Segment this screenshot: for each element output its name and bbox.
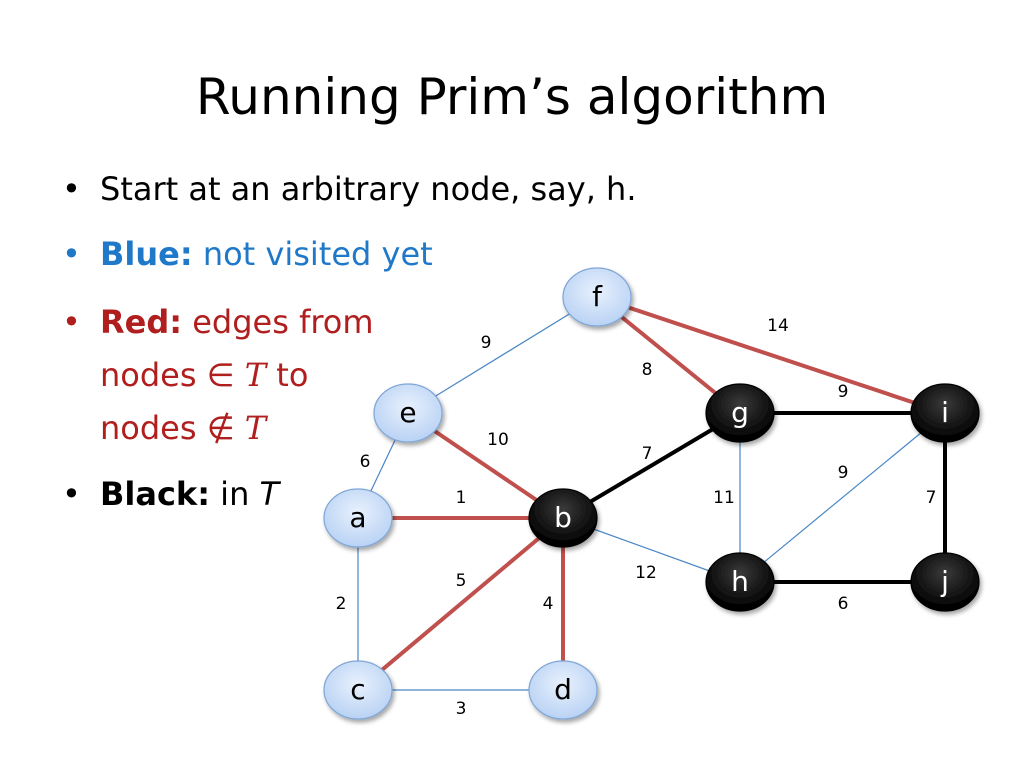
node-circle-f <box>562 267 632 327</box>
edge-weight-f-e: 9 <box>481 333 492 353</box>
bullet-red-line3: nodes ∉ T <box>62 402 374 455</box>
edge-weight-f-i: 14 <box>767 316 789 336</box>
bullet-dot: • <box>62 303 81 341</box>
node-d: d <box>528 660 598 720</box>
bullet-black-label: Black: <box>100 475 210 513</box>
bullet-dot: • <box>62 475 81 513</box>
edge-b-g <box>561 411 742 520</box>
node-circle-j <box>910 552 980 612</box>
node-label-b: b <box>554 501 572 534</box>
bullet-black-text: in <box>210 475 260 513</box>
node-label-i: i <box>941 396 949 429</box>
edge-weight-e-a: 6 <box>360 452 371 472</box>
bullet-red-label: Red: <box>100 303 183 341</box>
graph-nodes: f e a b c d g h i j <box>323 267 980 720</box>
edge-h-i <box>739 412 946 583</box>
set-t-symbol: T <box>259 475 280 513</box>
edge-weight-f-g: 8 <box>642 360 653 380</box>
node-label-g: g <box>731 396 749 429</box>
node-label-d: d <box>554 673 572 706</box>
edge-f-e <box>407 296 598 414</box>
node-circle-b <box>528 488 598 548</box>
edge-weight-i-j: 7 <box>926 488 937 508</box>
edge-f-i <box>596 295 946 415</box>
bullet-red-line3-pre: nodes ∉ <box>100 409 245 447</box>
edge-weight-g-i: 9 <box>838 382 849 402</box>
node-b: b <box>528 488 598 548</box>
bullet-red-line2: nodes ∈ T to <box>62 349 374 402</box>
node-g: g <box>705 383 775 443</box>
node-label-h: h <box>731 565 749 598</box>
node-circle-c <box>323 660 393 720</box>
node-circle-d <box>528 660 598 720</box>
edge-weight-h-j: 6 <box>838 594 849 614</box>
node-circle-h <box>705 552 775 612</box>
edge-weight-b-c: 5 <box>456 571 467 591</box>
node-circle-g <box>705 383 775 443</box>
edge-b-c <box>356 516 565 692</box>
edge-weight-c-d: 3 <box>456 699 467 719</box>
set-t-symbol: T <box>244 356 267 394</box>
bullet-blue-label: Blue: <box>100 235 193 273</box>
slide-title: Running Prim’s algorithm <box>195 68 829 126</box>
node-label-a: a <box>349 501 366 534</box>
bullet-red-line2-pre: nodes ∈ <box>100 356 245 394</box>
bullet-start-text: Start at an arbitrary node, say, h. <box>100 170 637 208</box>
node-label-j: j <box>940 565 949 598</box>
node-label-c: c <box>350 673 365 706</box>
edge-weight-a-c: 2 <box>336 594 347 614</box>
node-circle-i <box>910 383 980 443</box>
node-f: f <box>562 267 632 327</box>
node-e: e <box>373 383 443 443</box>
node-c: c <box>323 660 393 720</box>
node-circle-a <box>323 488 393 548</box>
bullet-start: • Start at an arbitrary node, say, h. <box>62 163 637 215</box>
bullet-dot: • <box>62 170 81 208</box>
bullet-blue: • Blue: not visited yet <box>62 228 433 280</box>
set-t-symbol: T <box>244 409 267 447</box>
node-i: i <box>910 383 980 443</box>
edge-weight-b-g: 7 <box>642 444 653 464</box>
bullet-blue-text: not visited yet <box>192 235 433 273</box>
bullet-red: • Red: edges from nodes ∈ T to nodes ∉ T <box>62 296 374 455</box>
node-label-e: e <box>399 396 416 429</box>
bullet-black: • Black: in T <box>62 468 279 520</box>
bullet-dot: • <box>62 235 81 273</box>
edge-weight-g-h: 11 <box>713 488 735 508</box>
edge-weight-e-b: 10 <box>487 430 509 450</box>
edge-weight-b-h: 12 <box>635 563 657 583</box>
node-label-f: f <box>592 280 603 313</box>
bullet-red-line2-post: to <box>266 356 309 394</box>
node-a: a <box>323 488 393 548</box>
bullet-red-line1: edges from <box>182 303 374 341</box>
node-j: j <box>910 552 980 612</box>
graph-edges <box>356 295 947 692</box>
edge-weight-a-b: 1 <box>456 488 467 508</box>
edge-weight-b-d: 4 <box>543 594 554 614</box>
node-h: h <box>705 552 775 612</box>
node-circle-e <box>373 383 443 443</box>
edge-weight-h-i: 9 <box>838 463 849 483</box>
